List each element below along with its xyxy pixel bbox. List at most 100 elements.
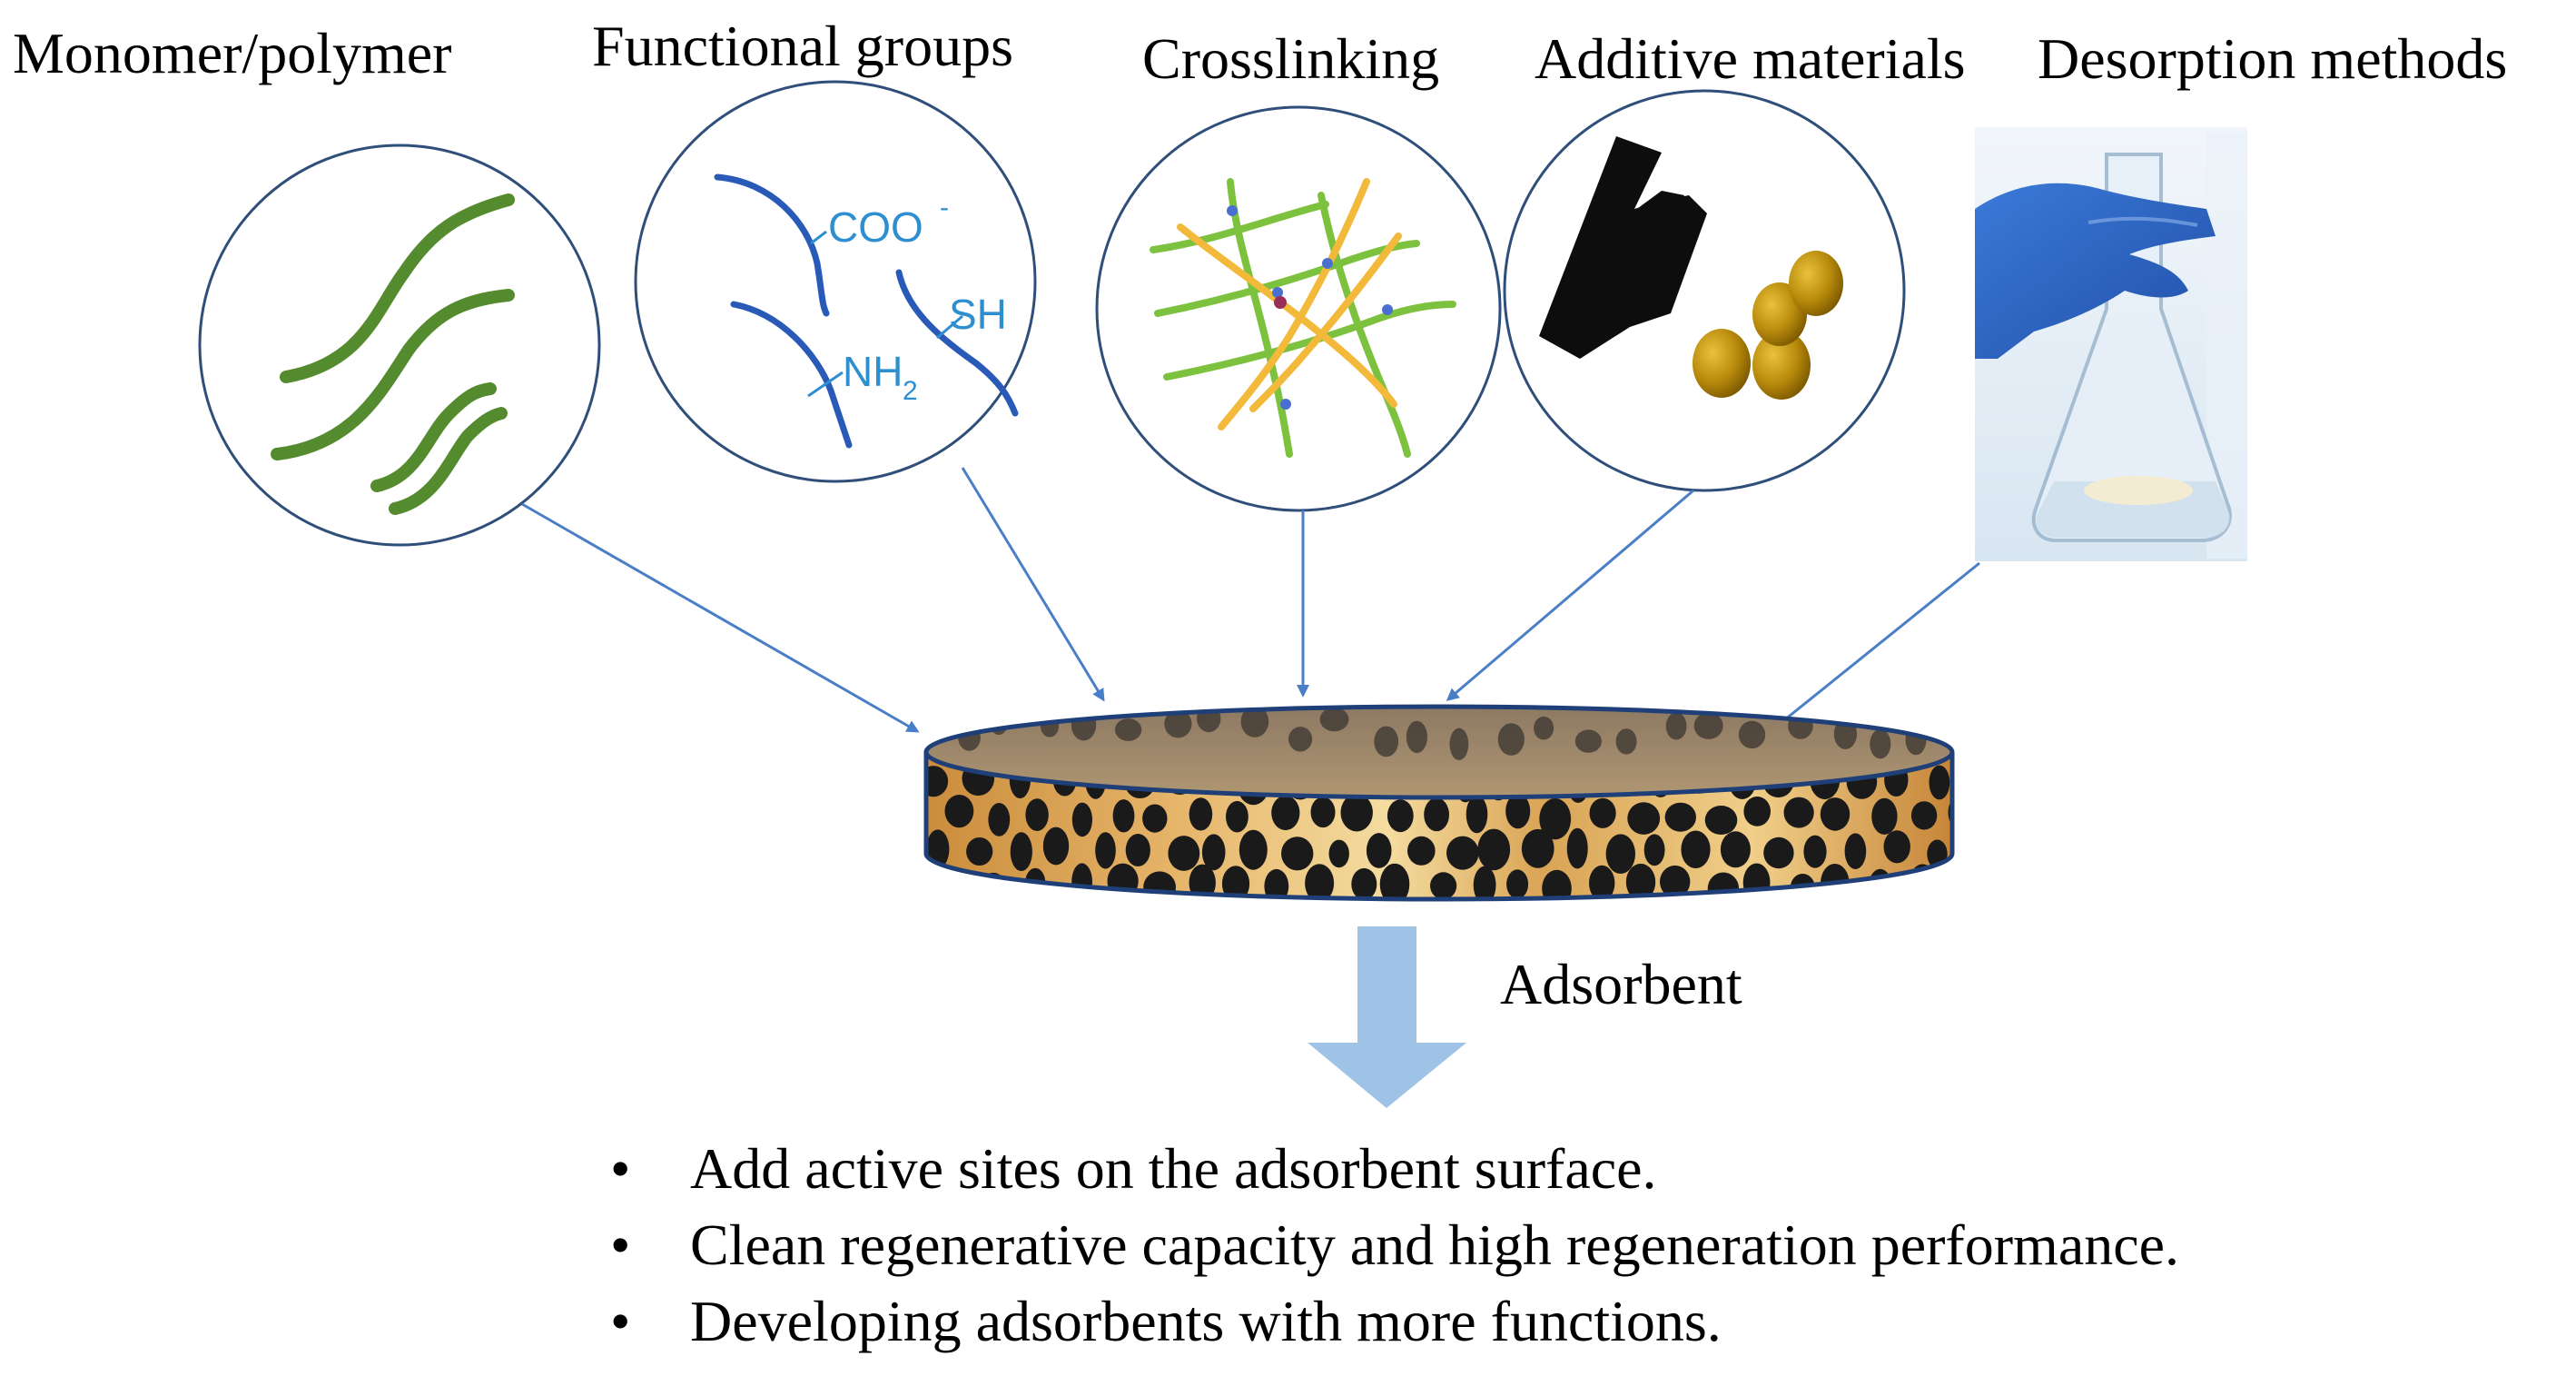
disc-pore	[1497, 723, 1525, 756]
outcome-list: •Add active sites on the adsorbent surfa…	[599, 1131, 2179, 1360]
label-functional-groups: Functional groups	[592, 14, 1013, 78]
disc-pore	[1025, 798, 1049, 831]
disc-pore	[1574, 729, 1602, 753]
disc-pore	[1951, 869, 1952, 899]
disc-pore	[1477, 828, 1511, 871]
disc-pore	[1071, 863, 1092, 899]
disc-pore	[1430, 872, 1457, 899]
crosslinked-network-icon	[1095, 105, 1502, 512]
disc-pore	[1379, 863, 1410, 899]
disc-pore	[1506, 869, 1529, 899]
arrow-from-additive	[1446, 489, 1694, 701]
disc-pore	[1473, 866, 1496, 899]
disc-pore	[1351, 867, 1377, 899]
disc-pore	[1143, 871, 1176, 899]
disc-pore	[1534, 716, 1554, 740]
disc-pore	[1042, 827, 1070, 866]
disc-pore	[1168, 836, 1200, 871]
disc-pore	[944, 795, 974, 828]
disc-pore	[1707, 872, 1740, 899]
disc-pore	[1788, 712, 1813, 739]
porous-adsorbent-disc-icon	[923, 704, 1955, 902]
outcome-text: Clean regenerative capacity and high reg…	[690, 1213, 2180, 1277]
disc-pore	[1704, 806, 1738, 835]
label-desorption-methods: Desorption methods	[2038, 26, 2507, 91]
disc-pore	[1446, 836, 1479, 870]
disc-pore	[1521, 828, 1554, 868]
disc-pore	[1221, 866, 1250, 899]
label-additive-materials: Additive materials	[1535, 26, 1966, 91]
disc-pore	[1406, 720, 1427, 754]
carboxyl-charge-label: -	[940, 193, 949, 223]
disc-pore	[1040, 715, 1060, 737]
disc-pore	[988, 803, 1011, 836]
disc-pore	[1387, 799, 1414, 833]
disc-pore	[1271, 795, 1300, 831]
amine-group-label: NH	[843, 348, 903, 395]
disc-pore	[1542, 869, 1572, 899]
amine-subscript-label: 2	[903, 376, 918, 406]
disc-pore	[1466, 795, 1488, 834]
outcome-item: •Clean regenerative capacity and high re…	[610, 1213, 2180, 1277]
disc-pore	[1871, 797, 1898, 835]
disc-pore	[1589, 797, 1616, 828]
disc-pore	[1664, 802, 1697, 832]
disc-pore	[1844, 833, 1867, 869]
disc-pore	[1340, 793, 1373, 832]
label-monomer-polymer: Monomer/polymer	[13, 21, 451, 85]
polymer-chains-icon	[198, 144, 601, 547]
label-crosslinking: Crosslinking	[1142, 26, 1439, 91]
arrow-from-desorption	[1768, 561, 1980, 733]
disc-pore	[1742, 863, 1771, 899]
category-labels: Monomer/polymer Functional groups Crossl…	[13, 14, 2507, 91]
disc-pore	[1112, 799, 1135, 833]
disc-pore	[1910, 801, 1938, 830]
disc-pore	[1449, 728, 1469, 760]
disc-pore	[1239, 829, 1268, 870]
disc-pore	[1164, 709, 1192, 738]
disc-pore	[1240, 707, 1269, 737]
disc-pore	[1142, 804, 1168, 833]
disc-pore	[1505, 793, 1531, 829]
disc-pore	[1693, 712, 1723, 739]
disc-pore	[1605, 834, 1636, 874]
disc-pore	[1310, 797, 1336, 828]
disc-pore	[1883, 830, 1910, 864]
arrow-from-monomer	[521, 502, 920, 733]
disc-pore	[1738, 720, 1766, 749]
disc-pore	[1929, 765, 1950, 800]
disc-pore	[1720, 831, 1751, 868]
outcome-item: •Developing adsorbents with more functio…	[610, 1289, 1722, 1353]
gloved-hand-flask-icon	[1975, 127, 2247, 561]
disc-pore	[1424, 797, 1449, 832]
outcome-text: Developing adsorbents with more function…	[690, 1289, 1722, 1353]
disc-pore	[1615, 728, 1637, 755]
disc-pore	[1820, 797, 1851, 831]
disc-pore	[1366, 833, 1392, 868]
outcome-text: Add active sites on the adsorbent surfac…	[690, 1136, 1657, 1201]
disc-pore	[1010, 832, 1032, 872]
disc-pore	[1870, 728, 1891, 759]
disc-pore	[966, 837, 993, 866]
disc-pore	[1374, 726, 1399, 757]
disc-pore	[1189, 797, 1213, 831]
disc-pore	[1407, 836, 1436, 866]
functional-groups-icon: COO - SH NH 2	[634, 80, 1037, 483]
disc-pore	[1763, 836, 1794, 869]
adsorbent-label: Adsorbent	[1500, 952, 1742, 1016]
disc-pore	[1589, 865, 1615, 899]
disc-pore	[1305, 864, 1335, 899]
thiol-group-label: SH	[949, 291, 1007, 338]
disc-pore	[1201, 834, 1226, 871]
disc-pore	[941, 868, 972, 899]
carboxyl-group-label: COO	[828, 203, 923, 251]
disc-pore	[1643, 834, 1665, 866]
disc-pore	[1625, 863, 1656, 899]
disc-pore	[1071, 802, 1092, 837]
disc-pore	[1627, 802, 1661, 835]
disc-pore	[926, 766, 949, 797]
disc-pore	[1681, 830, 1711, 869]
connector-arrows	[521, 467, 1980, 733]
disc-pore	[1319, 707, 1349, 732]
